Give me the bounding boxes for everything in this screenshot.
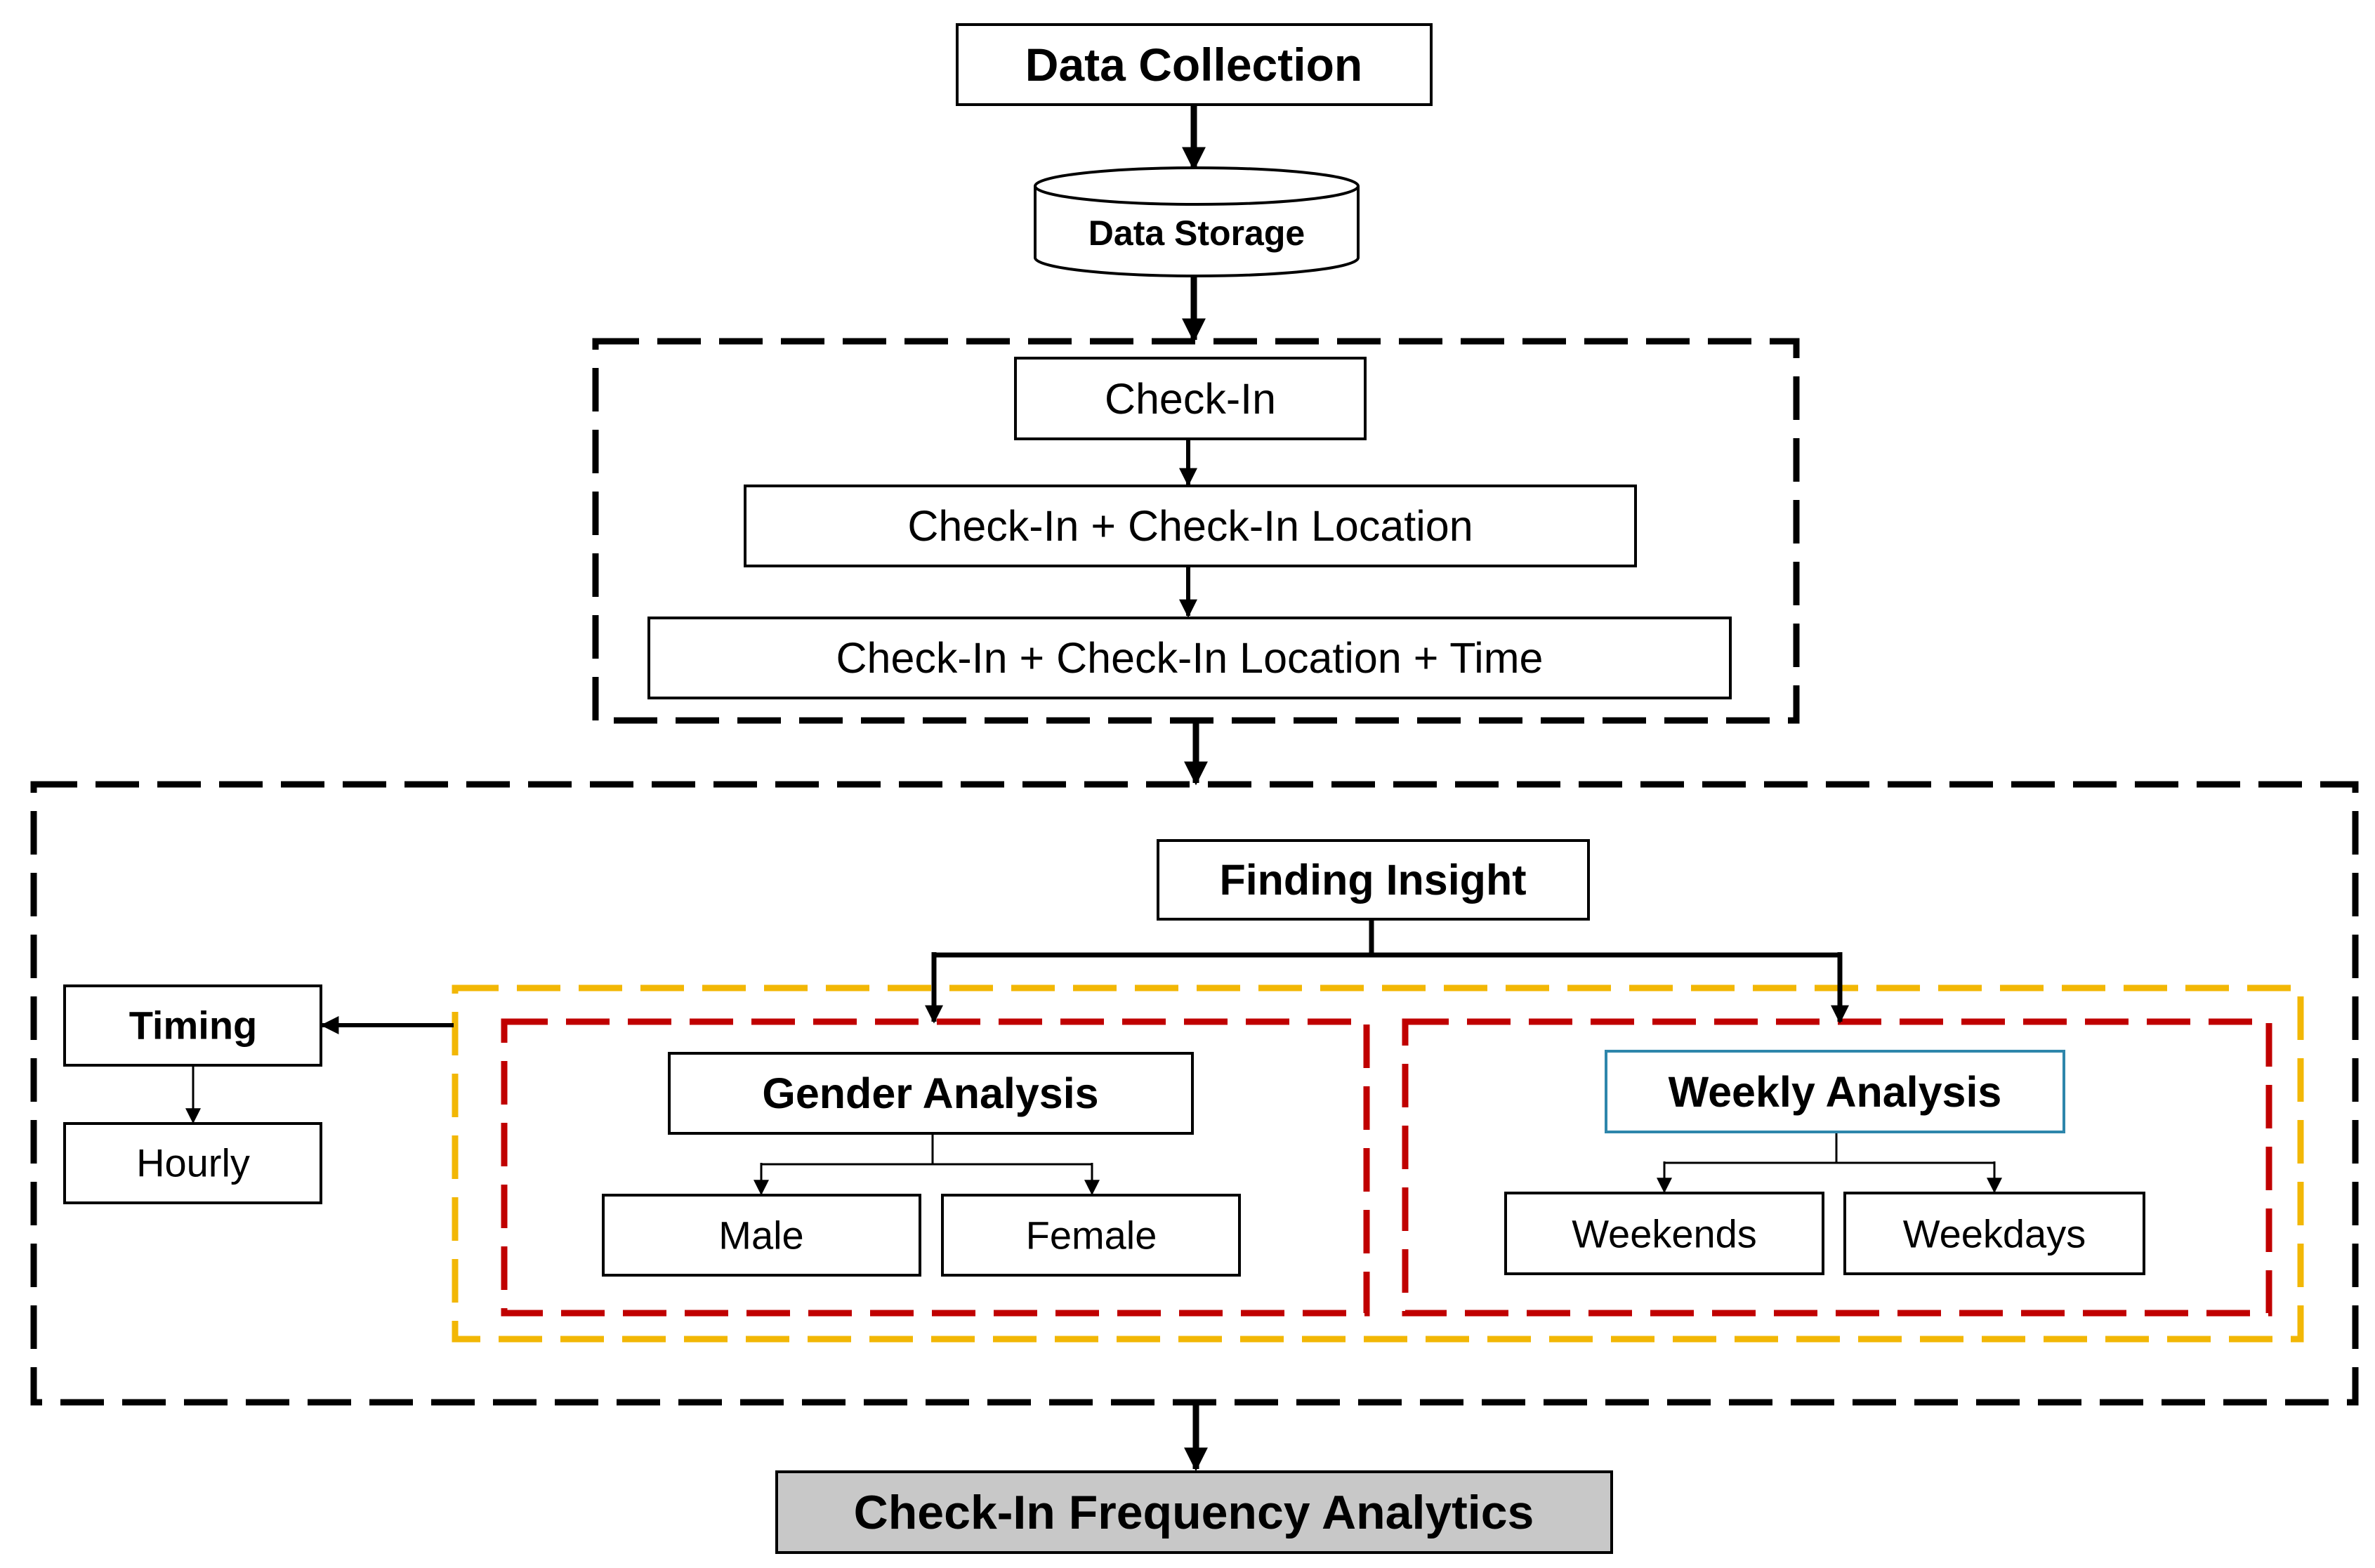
data-storage-node: Data Storage: [1034, 166, 1360, 277]
female-label: Female: [1026, 1213, 1157, 1258]
finding-insight-label: Finding Insight: [1219, 856, 1526, 904]
timing-node: Timing: [63, 984, 322, 1067]
analysis-group-border: [30, 781, 2359, 1406]
preprocessing-group-border: [592, 338, 1800, 724]
timing-label: Timing: [129, 1003, 258, 1048]
check-in-node: Check-In: [1014, 357, 1367, 440]
weekdays-node: Weekdays: [1843, 1192, 2145, 1275]
male-label: Male: [718, 1213, 803, 1258]
check-in-location-time-label: Check-In + Check-In Location + Time: [836, 634, 1544, 682]
gender-analysis-node: Gender Analysis: [668, 1052, 1194, 1135]
finding-insight-node: Finding Insight: [1157, 839, 1590, 921]
check-in-frequency-analytics-label: Check-In Frequency Analytics: [854, 1486, 1534, 1539]
hourly-node: Hourly: [63, 1122, 322, 1204]
weekly-group-border: [1402, 1018, 2272, 1317]
insight-group-border: [452, 984, 2304, 1343]
database-cylinder-icon: [1034, 186, 1360, 277]
hourly-label: Hourly: [136, 1141, 250, 1185]
male-node: Male: [602, 1194, 921, 1277]
check-in-location-node: Check-In + Check-In Location: [744, 485, 1637, 567]
connector-weekly-split: [1664, 1132, 1994, 1164]
weekly-analysis-node: Weekly Analysis: [1605, 1050, 2065, 1133]
data-collection-node: Data Collection: [956, 23, 1433, 106]
check-in-location-label: Check-In + Check-In Location: [907, 502, 1473, 550]
data-collection-label: Data Collection: [1025, 39, 1362, 91]
check-in-frequency-analytics-node: Check-In Frequency Analytics: [775, 1470, 1613, 1554]
female-node: Female: [941, 1194, 1241, 1277]
connector-insight-branch: [934, 918, 1840, 958]
weekly-analysis-label: Weekly Analysis: [1669, 1068, 2002, 1116]
connector-gender-split: [761, 1134, 1092, 1166]
check-in-label: Check-In: [1105, 375, 1276, 423]
weekdays-label: Weekdays: [1903, 1212, 2086, 1256]
data-storage-label: Data Storage: [1088, 213, 1305, 253]
database-cylinder-top: [1034, 166, 1360, 206]
weekends-node: Weekends: [1504, 1192, 1824, 1275]
gender-analysis-label: Gender Analysis: [762, 1069, 1098, 1117]
check-in-location-time-node: Check-In + Check-In Location + Time: [647, 617, 1732, 699]
gender-group-border: [501, 1018, 1370, 1317]
weekends-label: Weekends: [1572, 1212, 1757, 1256]
